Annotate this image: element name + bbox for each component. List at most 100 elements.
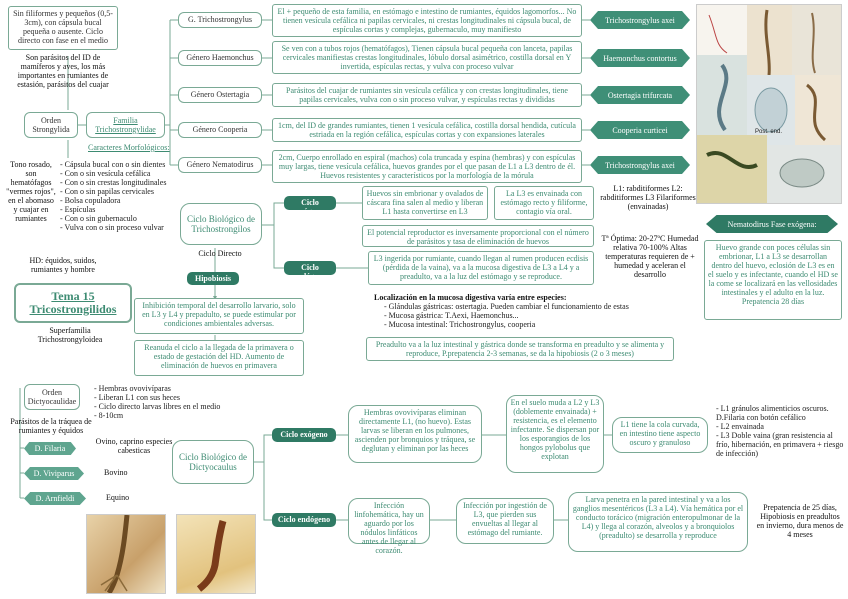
genus-cooperia[interactable]: Género Cooperia bbox=[178, 122, 262, 138]
species-tag[interactable]: Trichostrongylus axei bbox=[590, 11, 690, 29]
endogeno-label: Ciclo endógeno bbox=[277, 515, 331, 524]
morph-item: - Cápsula bucal con o sin dientes bbox=[60, 160, 166, 169]
ciclo-trich-title: Ciclo Biológico de Trichostrongilos bbox=[187, 214, 255, 234]
microscopy-collage-drawing: Post. end. bbox=[697, 5, 841, 203]
reanuda-desc-text: Reanuda el ciclo a la llegada de la prim… bbox=[144, 343, 294, 370]
exo-cola: L1 tiene la cola curvada, en intestino t… bbox=[612, 417, 708, 453]
genus-desc-trichostrongylus: El + pequeño de esta familia, en estómag… bbox=[272, 4, 582, 37]
exo-huevos-text: Huevos sin embrionar y ovalados de cásca… bbox=[366, 189, 484, 216]
familia-label: Familia Trichostrongylidae bbox=[95, 116, 156, 134]
hipobiosis-desc-text: Inhibición temporal del desarrollo larva… bbox=[142, 301, 296, 328]
prepatencia-text: Prepatencia de 25 días, Hipobiosis en pr… bbox=[756, 503, 844, 539]
species-name: D. Filaria bbox=[34, 444, 66, 453]
dicty-larvae-item: - L3 Doble vaina (gran resistencia al fr… bbox=[716, 431, 844, 458]
nematodirus-fase-title-text: Nematodirus Fase exógena: bbox=[727, 219, 817, 229]
genus-name: Género Haemonchus bbox=[186, 53, 254, 62]
parasite-photo-drawing bbox=[196, 520, 227, 592]
exo-suelo-text: En el suelo muda a L2 y L3 (doblemente e… bbox=[510, 398, 600, 461]
potencial-text: El potencial reproductor es inversamente… bbox=[367, 228, 589, 246]
superfamilia-text: Superfamilia Trichostrongyloidea bbox=[37, 326, 103, 344]
exo-cola-text: L1 tiene la cola curvada, en intestino t… bbox=[619, 420, 701, 447]
exo-huevos: Huevos sin embrionar y ovalados de cásca… bbox=[362, 186, 488, 220]
species-host: Bovino bbox=[104, 468, 128, 477]
temperatura-text: Tª Óptima: 20-27ºC Humedad relativa 70-1… bbox=[601, 234, 699, 279]
genus-desc-text: Parásitos del cuajar de rumiantes sin ve… bbox=[286, 86, 568, 104]
species-d-viviparus[interactable]: D. Viviparus bbox=[24, 467, 84, 480]
larva-photo bbox=[86, 514, 166, 595]
photo-label: Post. end. bbox=[755, 129, 782, 135]
genus-trichostrongylus[interactable]: G. Trichostrongylus bbox=[178, 12, 262, 28]
genus-desc-cooperia: 1cm, del ID de grandes rumiantes, tienen… bbox=[272, 118, 582, 142]
lateral-description: Sin filiformes y pequeños (0,5-3cm), con… bbox=[8, 6, 118, 50]
genus-name: Género Nematodirus bbox=[186, 160, 254, 169]
endo-larva: Larva penetra en la pared intestinal y v… bbox=[568, 492, 748, 552]
genus-desc-text: El + pequeño de esta familia, en estómag… bbox=[277, 7, 577, 34]
genus-name: G. Trichostrongylus bbox=[187, 15, 252, 24]
species-tag[interactable]: Haemonchus contortus bbox=[590, 49, 690, 67]
species-tag-text: Ostertagia trifurcata bbox=[607, 90, 673, 100]
parasitos-label: Parásitos de la tráquea de rumiantes y é… bbox=[10, 417, 92, 435]
microscopy-collage: Post. end. bbox=[696, 4, 842, 204]
nematodirus-fase-title[interactable]: Nematodirus Fase exógena: bbox=[706, 215, 838, 233]
localizacion-title: Localización en la mucosa digestiva varí… bbox=[374, 293, 567, 302]
ciclo-exogeno-dicty[interactable]: Ciclo exógeno bbox=[272, 428, 336, 442]
species-host: Equino bbox=[106, 493, 130, 502]
ciclo-trichostrongilos[interactable]: Ciclo Biológico de Trichostrongilos bbox=[180, 203, 262, 245]
morph-item: - Con o sin crestas longitudinales bbox=[60, 178, 167, 187]
species-tag[interactable]: Ostertagia trifurcata bbox=[590, 86, 690, 104]
morph-item: - Con o sin papilas cervicales bbox=[60, 187, 154, 196]
species-tag-text: Haemonchus contortus bbox=[603, 53, 677, 63]
parasite-photo bbox=[176, 514, 256, 594]
genus-haemonchus[interactable]: Género Haemonchus bbox=[178, 50, 262, 66]
exogeno-label: Ciclo exógeno bbox=[296, 198, 324, 216]
genus-nematodirus[interactable]: Género Nematodirus bbox=[178, 157, 262, 173]
localizacion-item: - Mucosa intestinal: Trichostrongylus, c… bbox=[384, 320, 536, 329]
exo-larvas: L1: rabditiformes L2: rabditiformes L3 F… bbox=[600, 184, 696, 211]
orden-strongylida[interactable]: Orden Strongylida bbox=[24, 112, 78, 138]
dicty-item: - Ciclo directo larvas libres en el medi… bbox=[94, 402, 221, 411]
genus-ostertagia[interactable]: Género Ostertagia bbox=[178, 87, 262, 103]
nematodirus-fase-text: Huevo grande con poces células sin embri… bbox=[704, 240, 842, 320]
dicty-item: - Hembras ovovivíparas bbox=[94, 384, 171, 393]
familia-trichostrongylidae[interactable]: Familia Trichostrongylidae bbox=[86, 112, 165, 138]
species-host: Ovino, caprino especies cabesticas bbox=[95, 437, 173, 455]
endogeno-label: Ciclo endógeno bbox=[293, 263, 327, 281]
genus-name: Género Cooperia bbox=[192, 125, 248, 134]
species-d-arnfieldi[interactable]: D. Arnfieldi bbox=[24, 492, 86, 505]
species-tag[interactable]: Trichostrongylus axei bbox=[590, 156, 690, 174]
localizacion-list: - Glándulas gástricas: ostertagia. Puede… bbox=[384, 302, 684, 329]
ciclo-endogeno-dicty[interactable]: Ciclo endógeno bbox=[272, 513, 336, 527]
tema-title-text: Tema 15 Tricostrongilidos bbox=[29, 289, 117, 316]
pathogenic-text: Son parásitos del ID de mamíferos y aves… bbox=[17, 53, 109, 89]
ciclo-dictyocaulus[interactable]: Ciclo Biológico de Dictyocaulus bbox=[172, 440, 254, 484]
exo-hembras-text: Hembras ovovivíparas eliminan directamen… bbox=[354, 408, 476, 453]
orden-strongylida-label: Orden Strongylida bbox=[32, 116, 70, 134]
endo-l3-text: L3 ingerida por rumiante, cuando llegan … bbox=[373, 254, 589, 281]
morph-item: - Con o sin vesícula cefálica bbox=[60, 169, 151, 178]
potencial-reproductor: El potencial reproductor es inversamente… bbox=[362, 225, 594, 247]
reanuda-desc: Reanuda el ciclo a la llegada de la prim… bbox=[134, 340, 304, 376]
genus-desc-text: Se ven con a tubos rojos (hematófagos), … bbox=[281, 44, 573, 71]
dicty-larvae-item: - L2 envainada bbox=[716, 422, 764, 431]
orden-dictyocaulidae[interactable]: Orden Dictyocaulidae bbox=[24, 384, 80, 410]
exo-hembras: Hembras ovovivíparas eliminan directamen… bbox=[348, 405, 482, 463]
species-tag-text: Trichostrongylus axei bbox=[605, 160, 675, 170]
morph-item: - Vulva con o sin proceso vulvar bbox=[60, 223, 164, 232]
species-d-filaria[interactable]: D. Filaria bbox=[24, 442, 76, 455]
endo-larva-text: Larva penetra en la pared intestinal y v… bbox=[572, 495, 744, 540]
species-tag[interactable]: Cooperia curticei bbox=[590, 121, 690, 139]
caracteres-morfologicos-label: Caracteres Morfológicos: bbox=[88, 143, 170, 152]
exo-l3-text: La L3 es envainada con estómago recto y … bbox=[500, 189, 588, 216]
larva-photo-drawing bbox=[100, 514, 130, 595]
lateral-description-text: Sin filiformes y pequeños (0,5-3cm), con… bbox=[13, 9, 113, 45]
hipobiosis-label[interactable]: Hipobiosis bbox=[187, 272, 239, 285]
genus-desc-haemonchus: Se ven con a tubos rojos (hematófagos), … bbox=[272, 41, 582, 74]
endo-ing-text: Infección por ingestión de L3, que pierd… bbox=[463, 501, 547, 537]
ciclo-endogeno-trich[interactable]: Ciclo endógeno bbox=[284, 261, 336, 281]
color-description: Tono rosado, son hematófagos "vermes roj… bbox=[6, 160, 56, 223]
genus-desc-ostertagia: Parásitos del cuajar de rumiantes sin ve… bbox=[272, 83, 582, 107]
endo-ingestion: Infección por ingestión de L3, que pierd… bbox=[456, 498, 554, 544]
ciclo-directo: Ciclo Directo bbox=[198, 249, 242, 258]
ciclo-exogeno-trich[interactable]: Ciclo exógeno bbox=[284, 196, 336, 216]
